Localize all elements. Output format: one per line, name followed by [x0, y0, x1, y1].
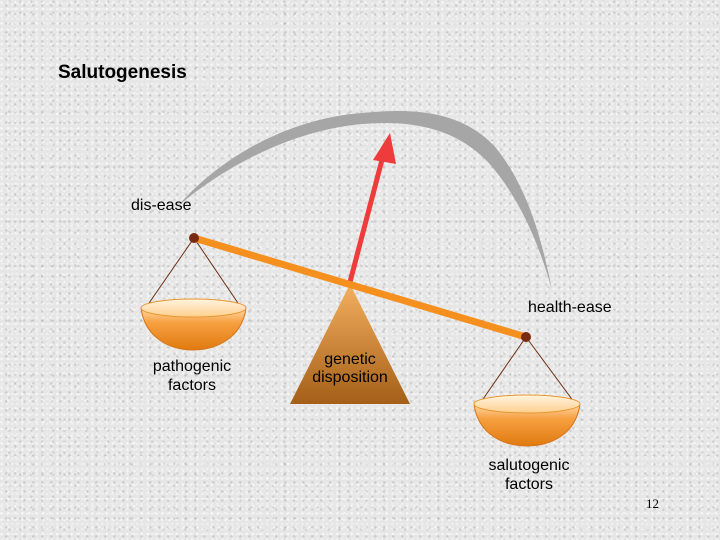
left-bowl: [140, 298, 247, 351]
left-pivot: [189, 233, 199, 243]
gauge-arc: [178, 111, 552, 291]
dis-ease-label: dis-ease: [131, 197, 192, 214]
genetic-disposition-label: genetic disposition: [298, 351, 402, 387]
salutogenic-line-1: salutogenic: [488, 457, 570, 474]
left-pan-strings: [146, 237, 241, 307]
indicator-arrow-shaft: [347, 153, 386, 285]
health-ease-label: health-ease: [528, 299, 612, 316]
slide-title: Salutogenesis: [58, 62, 187, 83]
genetic-line-1: genetic: [324, 351, 376, 368]
right-pivot: [521, 332, 531, 342]
pathogenic-line-2: factors: [167, 377, 216, 394]
genetic-line-2: disposition: [312, 369, 388, 386]
page-number: 12: [646, 496, 659, 511]
balance-beam: [190, 234, 530, 341]
salutogenic-factors-label: salutogenic factors: [474, 456, 584, 494]
pathogenic-line-1: pathogenic: [152, 358, 232, 375]
pathogenic-factors-label: pathogenic factors: [140, 357, 244, 395]
fulcrum: [290, 284, 410, 404]
right-pan-strings: [480, 336, 575, 403]
indicator-arrow-head: [373, 133, 396, 164]
salutogenic-line-2: factors: [504, 476, 553, 493]
right-bowl: [473, 394, 581, 447]
